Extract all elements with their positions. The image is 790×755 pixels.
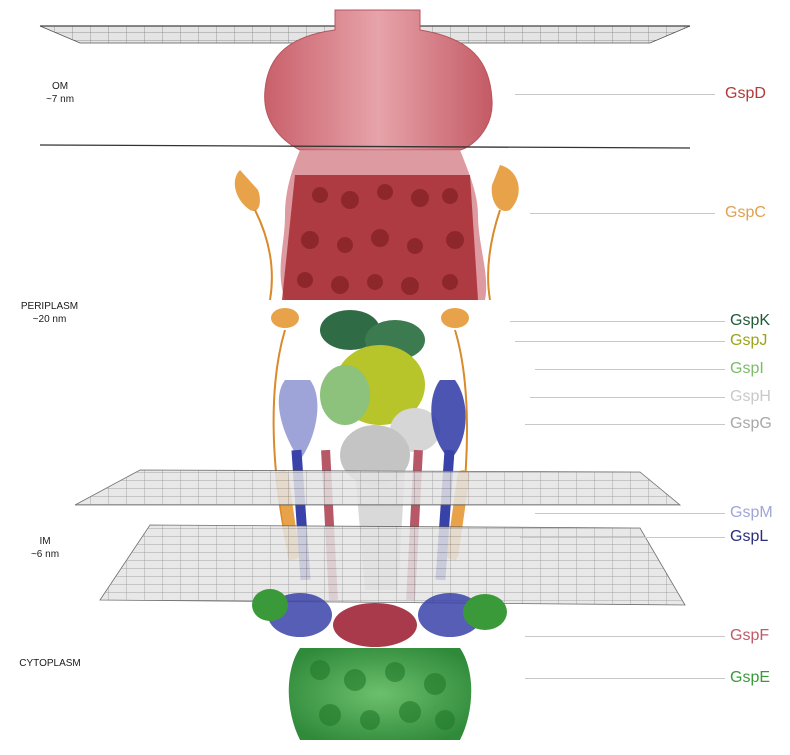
gspe-leader [525,678,725,679]
gspe-label: GspE [730,669,770,687]
periplasm-region-label: PERIPLASM ~20 nm [12,300,87,326]
om-name: OM [30,80,90,93]
om-thickness: ~7 nm [30,93,90,106]
gspm-leader [535,513,725,514]
gspk-leader [510,321,725,322]
gspc-leader [530,213,715,214]
cytoplasm-region-label: CYTOPLASM [10,657,90,670]
inner-membrane-upper-plane [75,470,680,505]
gspc-label: GspC [725,204,766,222]
cytoplasm-name: CYTOPLASM [10,657,90,670]
gspd-leader [515,94,715,95]
gspm-label: GspM [730,504,773,522]
gspf-leader [525,636,725,637]
im-name: IM [20,535,70,548]
gsph-leader [530,397,725,398]
im-region-label: IM ~6 nm [20,535,70,561]
gspi-leader [535,369,725,370]
gspk-label: GspK [730,312,770,330]
gspg-leader [525,424,725,425]
gspj-leader [515,341,725,342]
im-thickness: ~6 nm [20,548,70,561]
gspd-label: GspD [725,85,766,103]
gspg-label: GspG [730,415,772,433]
gsph-label: GspH [730,388,771,406]
gspd-secretin [265,10,492,300]
gspl-label: GspL [730,528,768,546]
gspf-label: GspF [730,627,769,645]
gspi-label: GspI [730,360,764,378]
periplasm-thickness: ~20 nm [12,313,87,326]
gspl-leader [520,537,725,538]
gspj-label: GspJ [730,332,767,350]
periplasm-name: PERIPLASM [12,300,87,313]
om-region-label: OM ~7 nm [30,80,90,106]
